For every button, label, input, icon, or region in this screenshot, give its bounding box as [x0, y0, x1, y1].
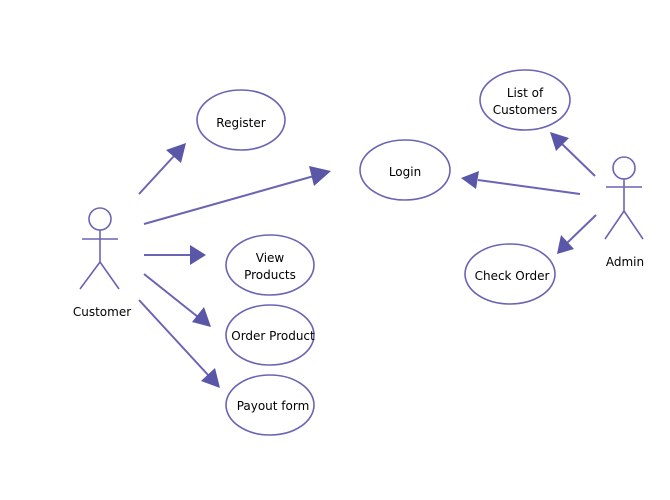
usecase-login-label: Login — [389, 165, 421, 179]
usecase-register: Register — [196, 89, 286, 151]
association-admin-login — [461, 171, 581, 195]
association-customer-order-product — [143, 273, 211, 327]
usecase-check-order: Check Order — [464, 243, 556, 305]
association-customer-login — [143, 166, 331, 225]
association-customer-register — [138, 143, 186, 195]
actor-admin-label: Admin — [606, 255, 644, 269]
usecase-view-products-label-line1: View — [256, 251, 285, 265]
usecase-list-of-customers-label-line1: List of — [507, 86, 544, 100]
usecase-order-product: Order Product — [225, 304, 315, 366]
association-customer-payout-form — [138, 299, 220, 388]
association-admin-list-customers — [550, 132, 596, 177]
usecase-view-products-label-line2: Products — [244, 268, 296, 282]
association-customer-view-products — [144, 245, 206, 265]
usecase-view-products: View Products — [225, 234, 315, 296]
usecase-login: Login — [359, 139, 451, 201]
usecase-register-label: Register — [216, 116, 265, 130]
admin-stick-figure-icon — [604, 156, 644, 240]
usecase-list-of-customers-label-line2: Customers — [493, 103, 558, 117]
actor-admin: Admin — [604, 156, 644, 269]
usecase-order-product-label: Order Product — [231, 329, 315, 343]
usecase-list-of-customers: List of Customers — [479, 69, 571, 131]
usecase-payout-form-label: Payout form — [237, 399, 310, 413]
association-admin-check-order — [557, 214, 597, 254]
customer-stick-figure-icon — [79, 207, 120, 290]
usecase-payout-form: Payout form — [225, 374, 315, 436]
actor-customer-label: Customer — [73, 305, 131, 319]
actor-customer: Customer — [73, 207, 131, 319]
usecase-check-order-label: Check Order — [475, 269, 550, 283]
